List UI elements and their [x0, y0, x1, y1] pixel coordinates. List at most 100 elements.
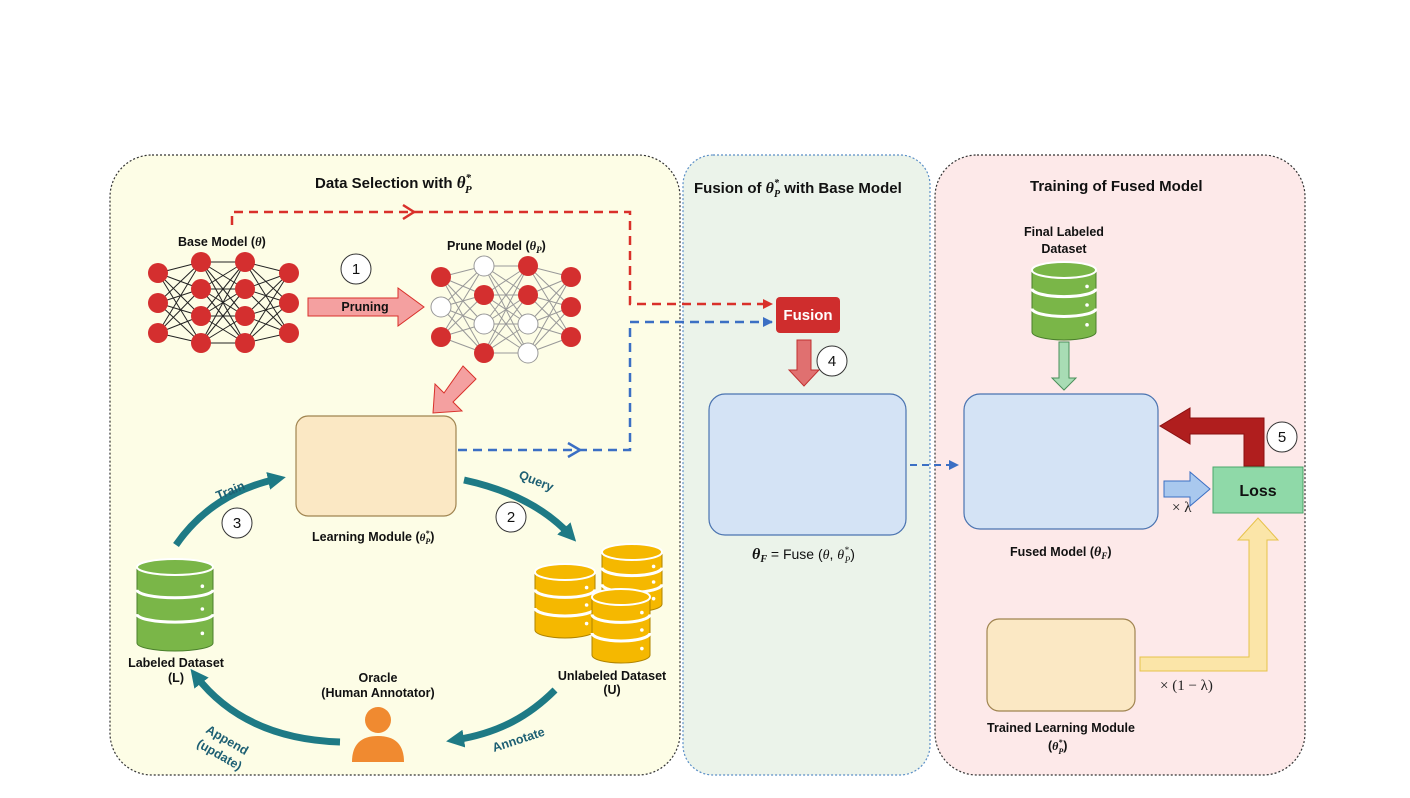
- pruning-arrow: [307, 287, 425, 327]
- network-node: [518, 256, 538, 276]
- query-arc: [463, 476, 577, 542]
- person-icon: [352, 707, 404, 762]
- fusion-down-arrow: [787, 339, 821, 387]
- fusion-button[interactable]: [776, 297, 840, 333]
- pruning-label: Pruning: [341, 300, 388, 314]
- network-node: [235, 252, 255, 272]
- network-node: [431, 267, 451, 287]
- base-model-label: Base Model (θ): [178, 235, 266, 249]
- loss-feedback-arrow-body: [1159, 407, 1265, 467]
- dashed-blue-chevron: [567, 441, 583, 459]
- step-3-number: 3: [233, 515, 241, 532]
- final-dataset-database-icon: [1030, 261, 1098, 341]
- step-2-badge: [495, 501, 527, 533]
- network-node: [191, 333, 211, 353]
- network-node: [191, 252, 211, 272]
- network-node: [561, 327, 581, 347]
- one-minus-lambda-label: × (1 − λ): [1160, 678, 1213, 694]
- network-node: [235, 333, 255, 353]
- final-dataset-sub: Dataset: [1041, 242, 1087, 256]
- network-node: [279, 263, 299, 283]
- step-4-number: 4: [828, 353, 836, 370]
- loss-box: [1212, 466, 1304, 514]
- network-edge: [527, 276, 572, 354]
- network-edge: [244, 261, 290, 334]
- fused-model-label: Fused Model (θF): [1010, 545, 1112, 561]
- trained-module-box: [986, 618, 1136, 712]
- labeled-dataset-sub: (L): [168, 671, 184, 685]
- prune-model-label: Prune Model (θP): [447, 239, 546, 255]
- unlabeled-dataset-sub: (U): [603, 683, 620, 697]
- base-model-network: [148, 252, 299, 353]
- network-edge: [527, 276, 572, 325]
- step-1-number: 1: [352, 261, 360, 278]
- prune-model-network: [430, 255, 581, 364]
- network-node: [431, 327, 451, 347]
- unlabeled-dataset-database-icon-2: [533, 563, 597, 639]
- network-node: [517, 342, 539, 364]
- network-edge: [483, 265, 529, 354]
- step-4-badge: [816, 345, 848, 377]
- step-2-number: 2: [507, 509, 515, 526]
- network-edge: [440, 294, 485, 338]
- network-edge: [440, 265, 485, 338]
- append-arc: [190, 668, 341, 746]
- trained-module-label: Trained Learning Module: [987, 721, 1135, 735]
- network-edge: [483, 294, 529, 354]
- lambda-label: × λ: [1172, 500, 1192, 516]
- annotate-arc: [446, 687, 558, 748]
- fusion-button-label: Fusion: [783, 307, 832, 324]
- network-edge: [244, 261, 290, 304]
- network-edge: [157, 288, 202, 334]
- train-arc: [173, 472, 286, 547]
- network-node: [191, 279, 211, 299]
- network-node: [279, 323, 299, 343]
- network-node: [561, 267, 581, 287]
- unlabeled-dataset-database-icon-3: [590, 588, 652, 664]
- loss-label: Loss: [1239, 483, 1276, 500]
- network-node: [517, 313, 539, 335]
- network-node: [561, 297, 581, 317]
- network-node: [518, 285, 538, 305]
- labeled-dataset-label: Labeled Dataset: [128, 656, 225, 670]
- learning-module-box: [295, 415, 457, 517]
- network-node: [148, 293, 168, 313]
- lambda-arrow: [1163, 470, 1211, 508]
- network-edge: [244, 272, 290, 344]
- fuse-equation: θF = Fuse (θ, θ*P): [752, 545, 855, 565]
- network-edge: [244, 272, 290, 317]
- step-1-badge: [340, 253, 372, 285]
- oracle-label: Oracle: [359, 671, 398, 685]
- fused-network-box: [708, 393, 907, 536]
- network-node: [235, 279, 255, 299]
- network-node: [474, 343, 494, 363]
- final-dataset-down-arrow: [1050, 341, 1078, 391]
- training-title: Training of Fused Model: [1030, 178, 1203, 195]
- network-node: [191, 306, 211, 326]
- network-node: [148, 263, 168, 283]
- network-edge: [200, 261, 246, 344]
- network-node: [235, 306, 255, 326]
- network-node: [474, 285, 494, 305]
- unlabeled-dataset-label: Unlabeled Dataset: [558, 669, 667, 683]
- final-dataset-label: Final Labeled: [1024, 225, 1104, 239]
- network-node: [148, 323, 168, 343]
- oracle-sub: (Human Annotator): [321, 686, 434, 700]
- labeled-dataset-database-icon: [135, 558, 215, 652]
- step-5-number: 5: [1278, 429, 1286, 446]
- fused-model-box: [963, 393, 1159, 530]
- dashed-red-chevron: [402, 203, 417, 221]
- network-node: [473, 255, 495, 277]
- step-5-badge: [1266, 421, 1298, 453]
- network-edge: [483, 265, 529, 325]
- trained-module-sub: (θ*P): [1048, 738, 1067, 756]
- network-edge: [200, 261, 246, 317]
- prune-to-learning-arrow: [432, 365, 477, 414]
- network-node: [279, 293, 299, 313]
- one-minus-lambda-arrow: [1139, 517, 1280, 672]
- network-edge: [244, 288, 290, 334]
- network-edge: [157, 272, 202, 344]
- network-node: [430, 296, 452, 318]
- network-edge: [157, 272, 202, 317]
